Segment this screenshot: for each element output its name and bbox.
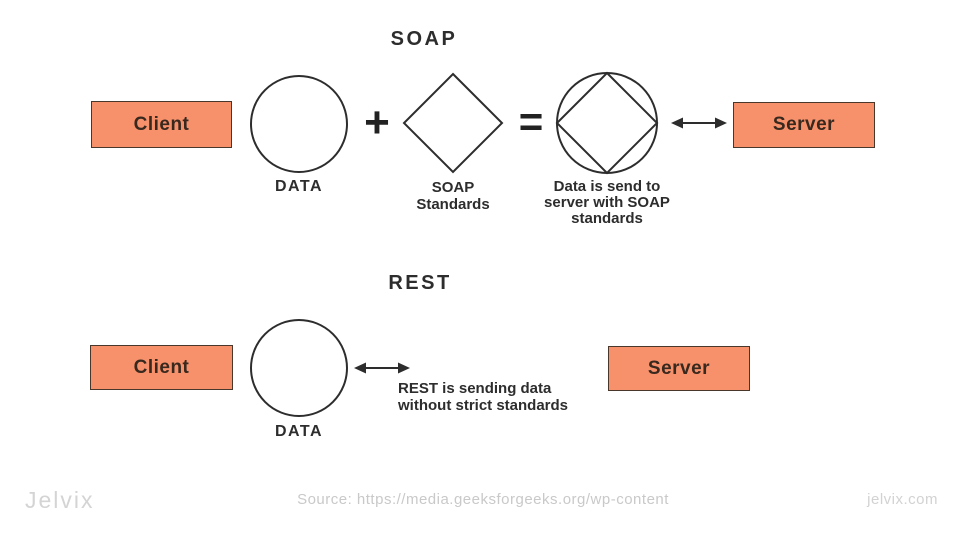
jelvix-logo: Jelvix [25,487,95,513]
rest-server-label: Server [647,357,711,379]
rest-client-box: Client [90,345,233,390]
soap-double-arrow-icon [671,115,727,131]
soap-standards-diamond-icon [401,71,505,175]
rest-caption: REST is sending data without strict stan… [398,380,569,414]
soap-standards-label: SOAP Standards [416,179,490,213]
rest-server-box: Server [608,346,750,391]
soap-client-label: Client [133,113,190,135]
website-text: jelvix.com [867,491,938,508]
rest-data-label: DATA [274,423,324,440]
soap-data-label: DATA [274,178,324,195]
rest-double-arrow-icon [354,360,410,376]
soap-data-circle-icon [249,74,349,174]
rest-title: REST [388,272,452,294]
soap-server-box: Server [733,102,875,148]
rest-client-label: Client [133,356,190,378]
plus-operator: + [364,98,390,147]
rest-data-circle-icon [249,318,349,418]
soap-result-circle-diamond-icon [554,70,660,176]
soap-server-label: Server [772,114,836,135]
source-text: Source: https://media.geeksforgeeks.org/… [297,491,669,508]
soap-result-caption: Data is send to server with SOAP standar… [544,178,670,227]
soap-client-box: Client [91,101,232,148]
soap-title: SOAP [390,28,458,50]
equals-operator: = [518,98,544,145]
